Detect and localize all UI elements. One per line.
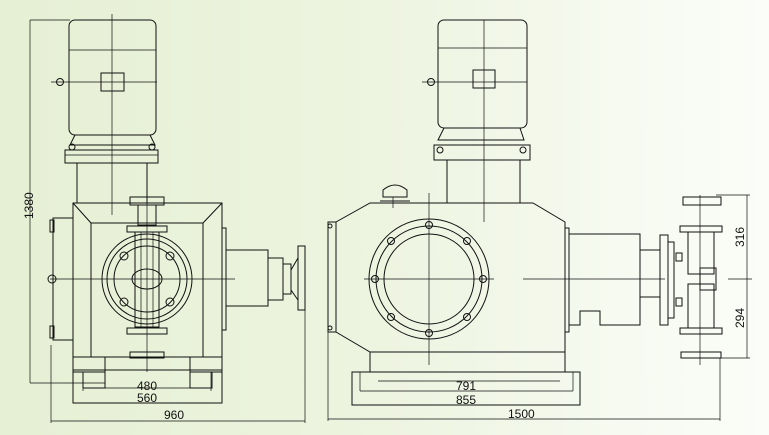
dim-1500: 1500 (508, 407, 535, 421)
dim-316: 316 (733, 227, 747, 247)
side-valve-column (675, 195, 723, 365)
dim-480: 480 (137, 379, 157, 393)
side-dimensions: 791 855 1500 316 294 (327, 194, 752, 421)
front-drive-shaft (221, 227, 306, 331)
dim-1380: 1380 (22, 192, 36, 219)
front-motor (51, 19, 159, 204)
side-view: 791 855 1500 316 294 (327, 19, 752, 421)
side-drive-shaft (564, 227, 675, 333)
front-valve-column (126, 195, 168, 372)
front-view: 1380 480 560 960 (22, 14, 306, 423)
dim-791: 791 (456, 379, 476, 393)
front-dimensions: 1380 480 560 960 (22, 19, 306, 423)
dim-294: 294 (733, 308, 747, 328)
side-housing (327, 184, 665, 365)
side-motor (422, 19, 531, 222)
dim-960: 960 (164, 408, 184, 422)
dim-560: 560 (137, 391, 157, 405)
dim-855: 855 (456, 393, 476, 407)
